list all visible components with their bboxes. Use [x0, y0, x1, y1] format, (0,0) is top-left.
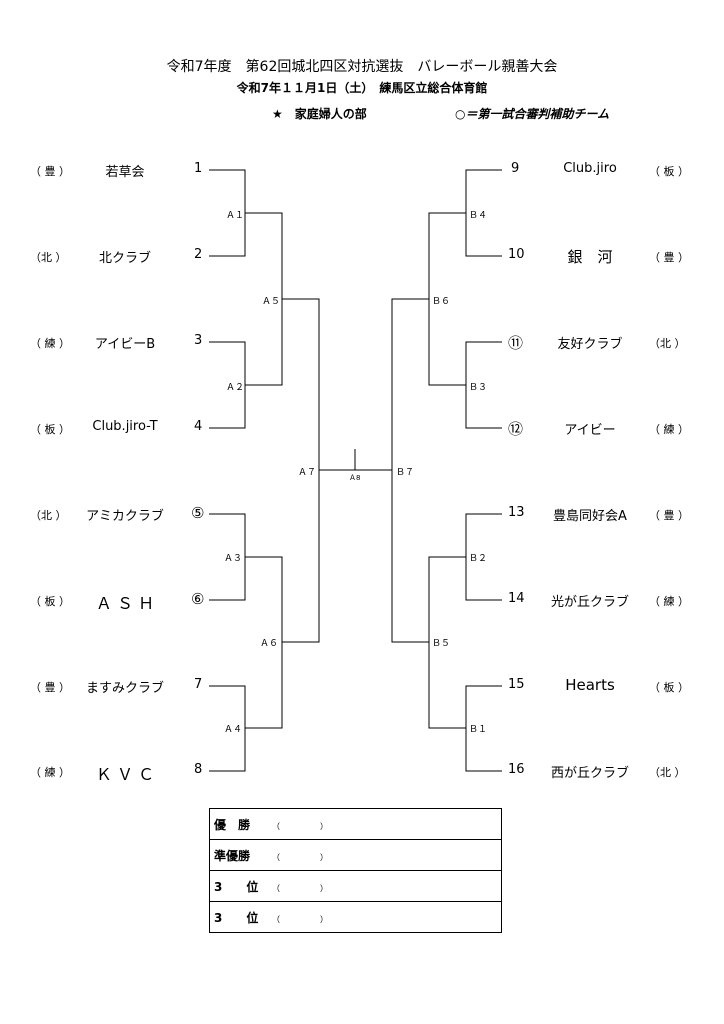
- team-name: アミカクラブ: [86, 509, 164, 524]
- team-name: アイビー: [564, 423, 616, 438]
- team-number: 13: [508, 505, 525, 520]
- team-prefecture: （ 板 ）: [649, 681, 689, 694]
- team-prefecture: （ 板 ）: [649, 165, 689, 178]
- team-prefecture: （ 豊 ）: [30, 681, 70, 694]
- team-number: ⑥: [191, 590, 205, 608]
- results-row: 準優勝 （ ）: [209, 839, 502, 871]
- team-prefecture: （ 練 ）: [30, 337, 70, 350]
- team-number: 14: [508, 591, 525, 606]
- team-prefecture: （ 練 ）: [649, 423, 689, 436]
- team-number: 3: [194, 333, 203, 348]
- match-label-a6: Ａ６: [260, 639, 279, 649]
- team-prefecture: （ 練 ）: [649, 595, 689, 608]
- team-name: 北クラブ: [98, 251, 151, 266]
- results-row: 3 位 （ ）: [209, 901, 502, 933]
- team-name: 光が丘クラブ: [550, 595, 629, 610]
- event-title: 令和7年度 第62回城北四区対抗選抜 バレーボール親善大会: [166, 59, 558, 75]
- team-number: 15: [508, 677, 525, 692]
- team-prefecture: （北 ）: [649, 766, 686, 779]
- team-prefecture: （北 ）: [30, 251, 67, 264]
- result-label: 3 位: [214, 910, 259, 925]
- match-label-b7: Ｂ７: [396, 468, 415, 478]
- team-prefecture: （ 板 ）: [30, 595, 70, 608]
- team-number: 2: [194, 247, 203, 262]
- match-label-b6: Ｂ６: [432, 297, 451, 307]
- match-label-a2: Ａ２: [226, 383, 245, 393]
- team-name: Club.jiro: [563, 161, 617, 176]
- results-table: 優 勝 （ ） 準優勝 （ ） 3 位 （ ） 3 位 （ ）: [209, 808, 502, 933]
- match-label-b5: Ｂ５: [432, 639, 451, 649]
- team-number: 1: [194, 161, 203, 176]
- team-name: ますみクラブ: [85, 681, 164, 696]
- team-name: Ａ Ｓ Ｈ: [95, 594, 155, 613]
- team-number: 10: [508, 247, 525, 262]
- match-label-a5: Ａ５: [262, 297, 281, 307]
- team-prefecture: （ 練 ）: [30, 766, 70, 779]
- team-number: ⑫: [508, 420, 524, 438]
- match-label-b2: Ｂ２: [469, 554, 488, 564]
- team-number: 4: [194, 419, 203, 434]
- results-cell: 3 位 （ ）: [209, 901, 502, 933]
- team-number: 16: [508, 762, 525, 777]
- match-label-a8: Ａ8: [349, 474, 361, 482]
- team-name: Hearts: [565, 676, 615, 694]
- team-number: 8: [194, 762, 203, 777]
- team-prefecture: （北 ）: [649, 337, 686, 350]
- results-cell: 優 勝 （ ）: [209, 808, 502, 840]
- match-label-a7: Ａ７: [298, 468, 317, 478]
- team-name: 銀 河: [567, 248, 613, 266]
- team-number: 9: [511, 161, 520, 176]
- division-label: ★ 家庭婦人の部: [272, 107, 367, 121]
- result-paren: （ ）: [272, 914, 328, 924]
- team-name: 若草会: [105, 165, 145, 180]
- team-name: アイビーB: [94, 337, 156, 352]
- referee-note: ○＝第一試合審判補助チーム: [455, 107, 610, 121]
- team-prefecture: （ 豊 ）: [649, 251, 689, 264]
- match-label-b1: Ｂ１: [469, 725, 488, 735]
- result-label: 優 勝: [214, 817, 251, 832]
- match-label-a1: Ａ１: [226, 211, 245, 221]
- team-name: Ｋ Ｖ Ｃ: [95, 765, 155, 784]
- results-row: 3 位 （ ）: [209, 870, 502, 902]
- result-label: 3 位: [214, 879, 259, 894]
- result-paren: （ ）: [272, 821, 328, 831]
- team-name: Club.jiro-T: [92, 419, 158, 434]
- team-prefecture: （北 ）: [30, 509, 67, 522]
- team-number: ⑤: [191, 504, 205, 522]
- result-label: 準優勝: [214, 848, 251, 863]
- team-number: ⑪: [508, 334, 524, 352]
- results-cell: 準優勝 （ ）: [209, 839, 502, 871]
- match-label-b3: Ｂ３: [469, 383, 488, 393]
- result-paren: （ ）: [272, 852, 328, 862]
- team-prefecture: （ 豊 ）: [649, 509, 689, 522]
- team-name: 豊島同好会A: [553, 509, 627, 524]
- result-paren: （ ）: [272, 883, 328, 893]
- match-label-b4: Ｂ４: [469, 211, 488, 221]
- match-label-a4: Ａ４: [224, 725, 243, 735]
- team-name: 友好クラブ: [557, 337, 623, 352]
- team-name: 西が丘クラブ: [550, 766, 629, 781]
- results-cell: 3 位 （ ）: [209, 870, 502, 902]
- team-prefecture: （ 板 ）: [30, 423, 70, 436]
- results-row: 優 勝 （ ）: [209, 808, 502, 840]
- match-label-a3: Ａ３: [224, 554, 243, 564]
- event-date-venue: 令和7年１１月1日（土） 練馬区立総合体育館: [236, 81, 488, 95]
- team-prefecture: （ 豊 ）: [30, 165, 70, 178]
- team-number: 7: [194, 677, 203, 692]
